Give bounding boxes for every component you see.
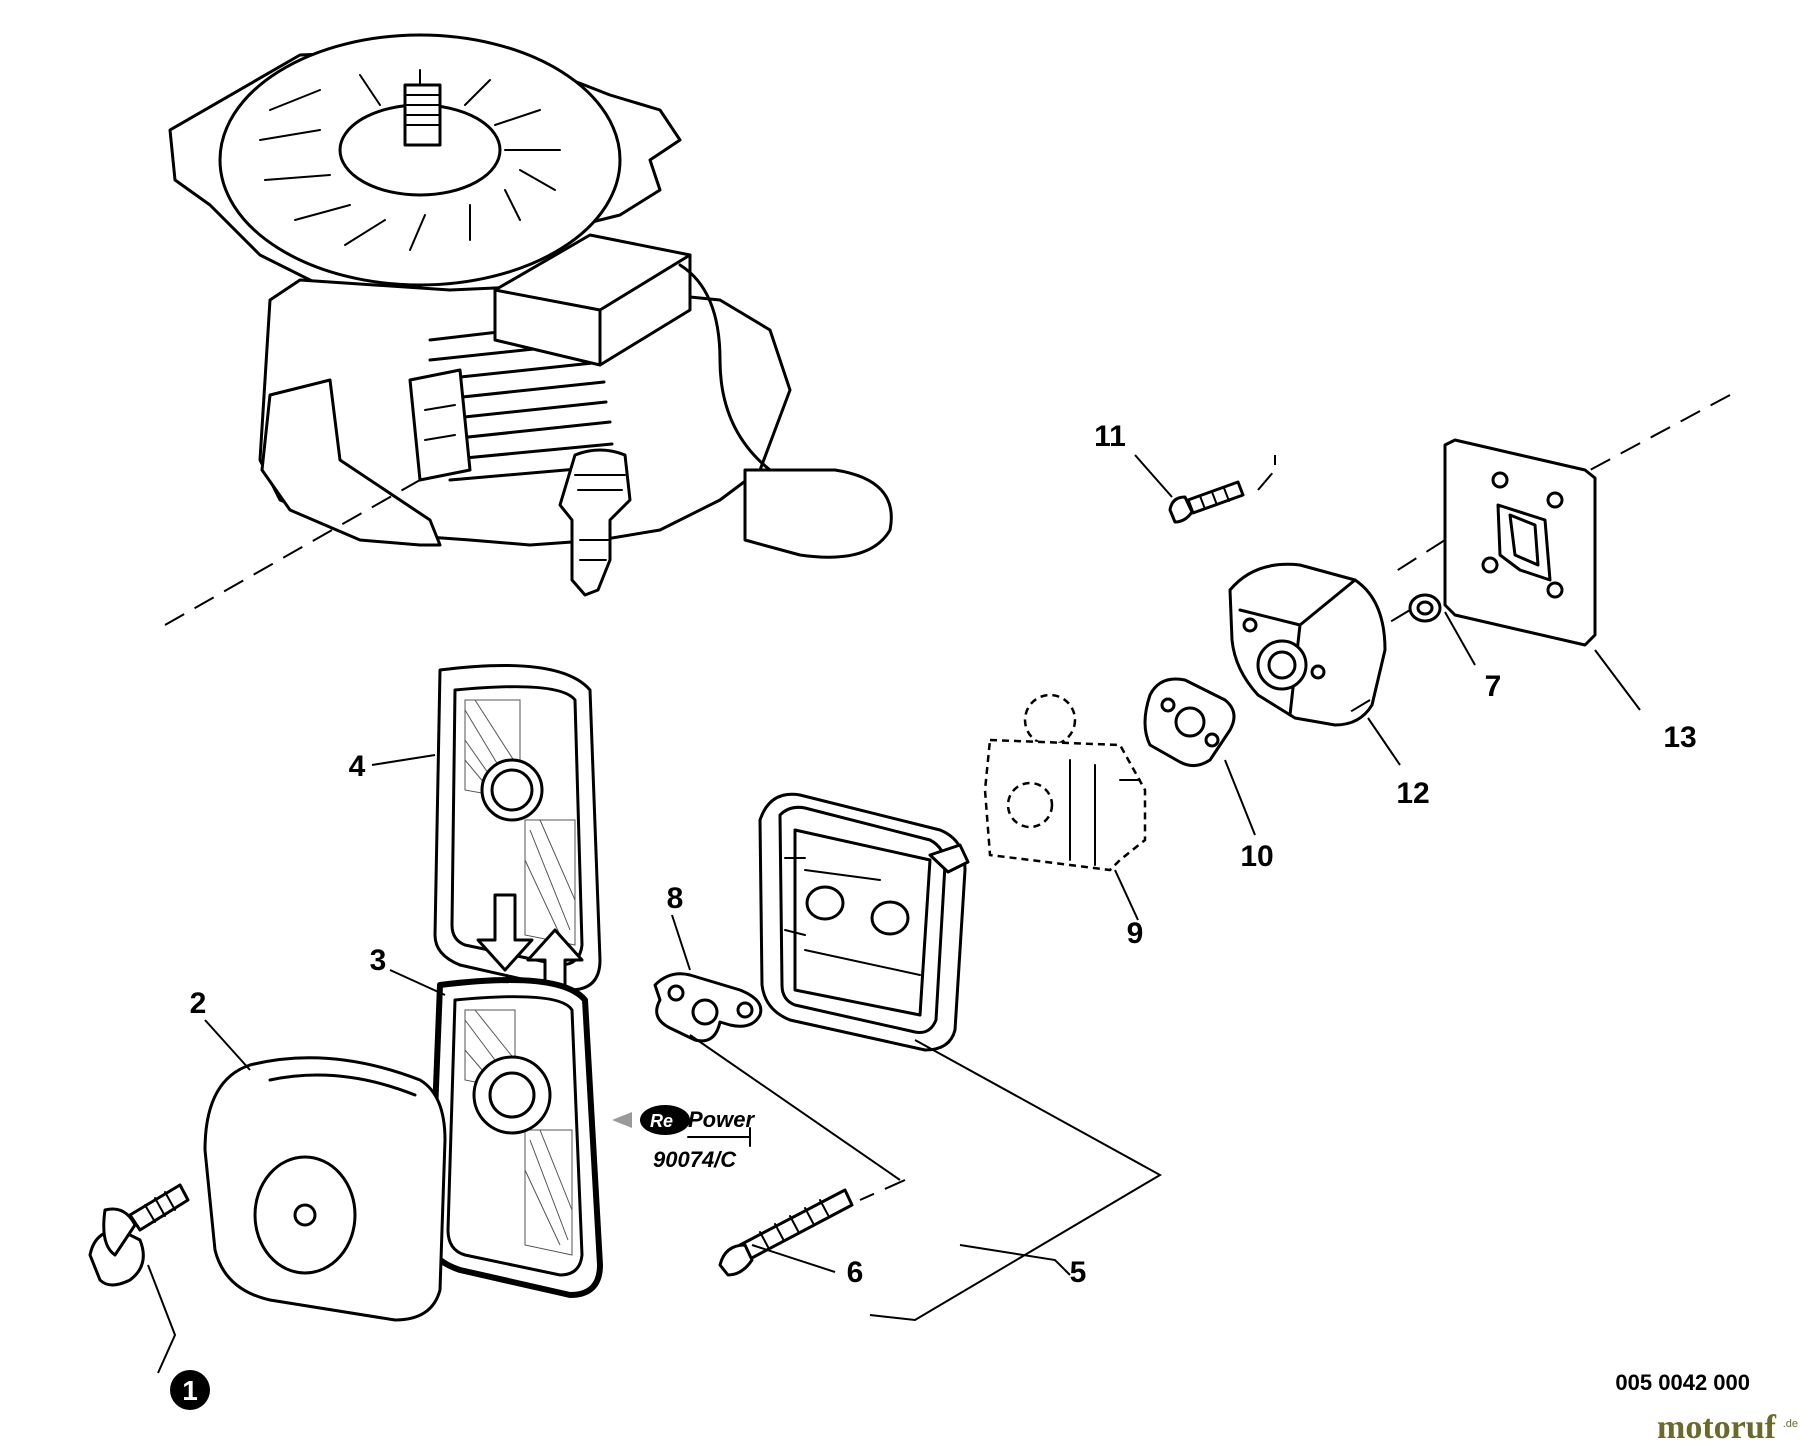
watermark-suffix: .de xyxy=(1783,1418,1798,1430)
callout-11: 11 xyxy=(1094,420,1126,453)
part-11-screw xyxy=(1168,480,1245,524)
leader-lines xyxy=(147,454,1641,1374)
callout-10: 10 xyxy=(1240,840,1273,873)
part-9-carburetor xyxy=(983,693,1147,872)
repower-badge: Re Power 90074/C xyxy=(612,1105,755,1172)
engine-assembly xyxy=(168,33,893,597)
callout-7: 7 xyxy=(1485,670,1502,703)
motoruf-watermark: motoruf .de xyxy=(1657,1409,1798,1444)
assembly-centerlines xyxy=(689,394,1731,1201)
callout-5: 5 xyxy=(1070,1256,1087,1289)
part-7-nut xyxy=(1408,593,1442,623)
callout-1-label: 1 xyxy=(182,1375,198,1406)
part-13-gasket-plate xyxy=(1443,438,1597,647)
callout-3: 3 xyxy=(370,944,387,977)
filter-part-code: 90074/C xyxy=(653,1147,737,1172)
part-8-flange xyxy=(653,972,763,1043)
part-5-filter-base xyxy=(758,792,970,1052)
callout-1-badge xyxy=(170,1370,210,1410)
callout-12: 12 xyxy=(1396,777,1429,810)
watermark-name: motoruf xyxy=(1657,1409,1777,1444)
callout-1: 1 xyxy=(170,1370,210,1410)
callout-13: 13 xyxy=(1663,721,1696,754)
engine-centerline xyxy=(164,479,421,626)
repower-brand-a: Re xyxy=(650,1111,673,1131)
callout-2: 2 xyxy=(190,987,207,1020)
part-3-air-filter xyxy=(427,977,603,1298)
part-10-gasket xyxy=(1143,677,1236,767)
repower-brand-b: Power xyxy=(688,1107,755,1132)
part-12-insulator xyxy=(1228,562,1387,727)
callout-4: 4 xyxy=(349,750,366,783)
diagram-code: 005 0042 000 xyxy=(1615,1370,1750,1395)
repower-logo-icon xyxy=(640,1105,690,1135)
part-2-air-filter-cover xyxy=(203,1056,447,1322)
callout-6: 6 xyxy=(847,1256,864,1289)
callout-8: 8 xyxy=(667,882,684,915)
callout-9: 9 xyxy=(1127,917,1144,950)
part-6-bolt xyxy=(718,1188,854,1277)
part-1-wing-bolt xyxy=(88,1183,190,1287)
